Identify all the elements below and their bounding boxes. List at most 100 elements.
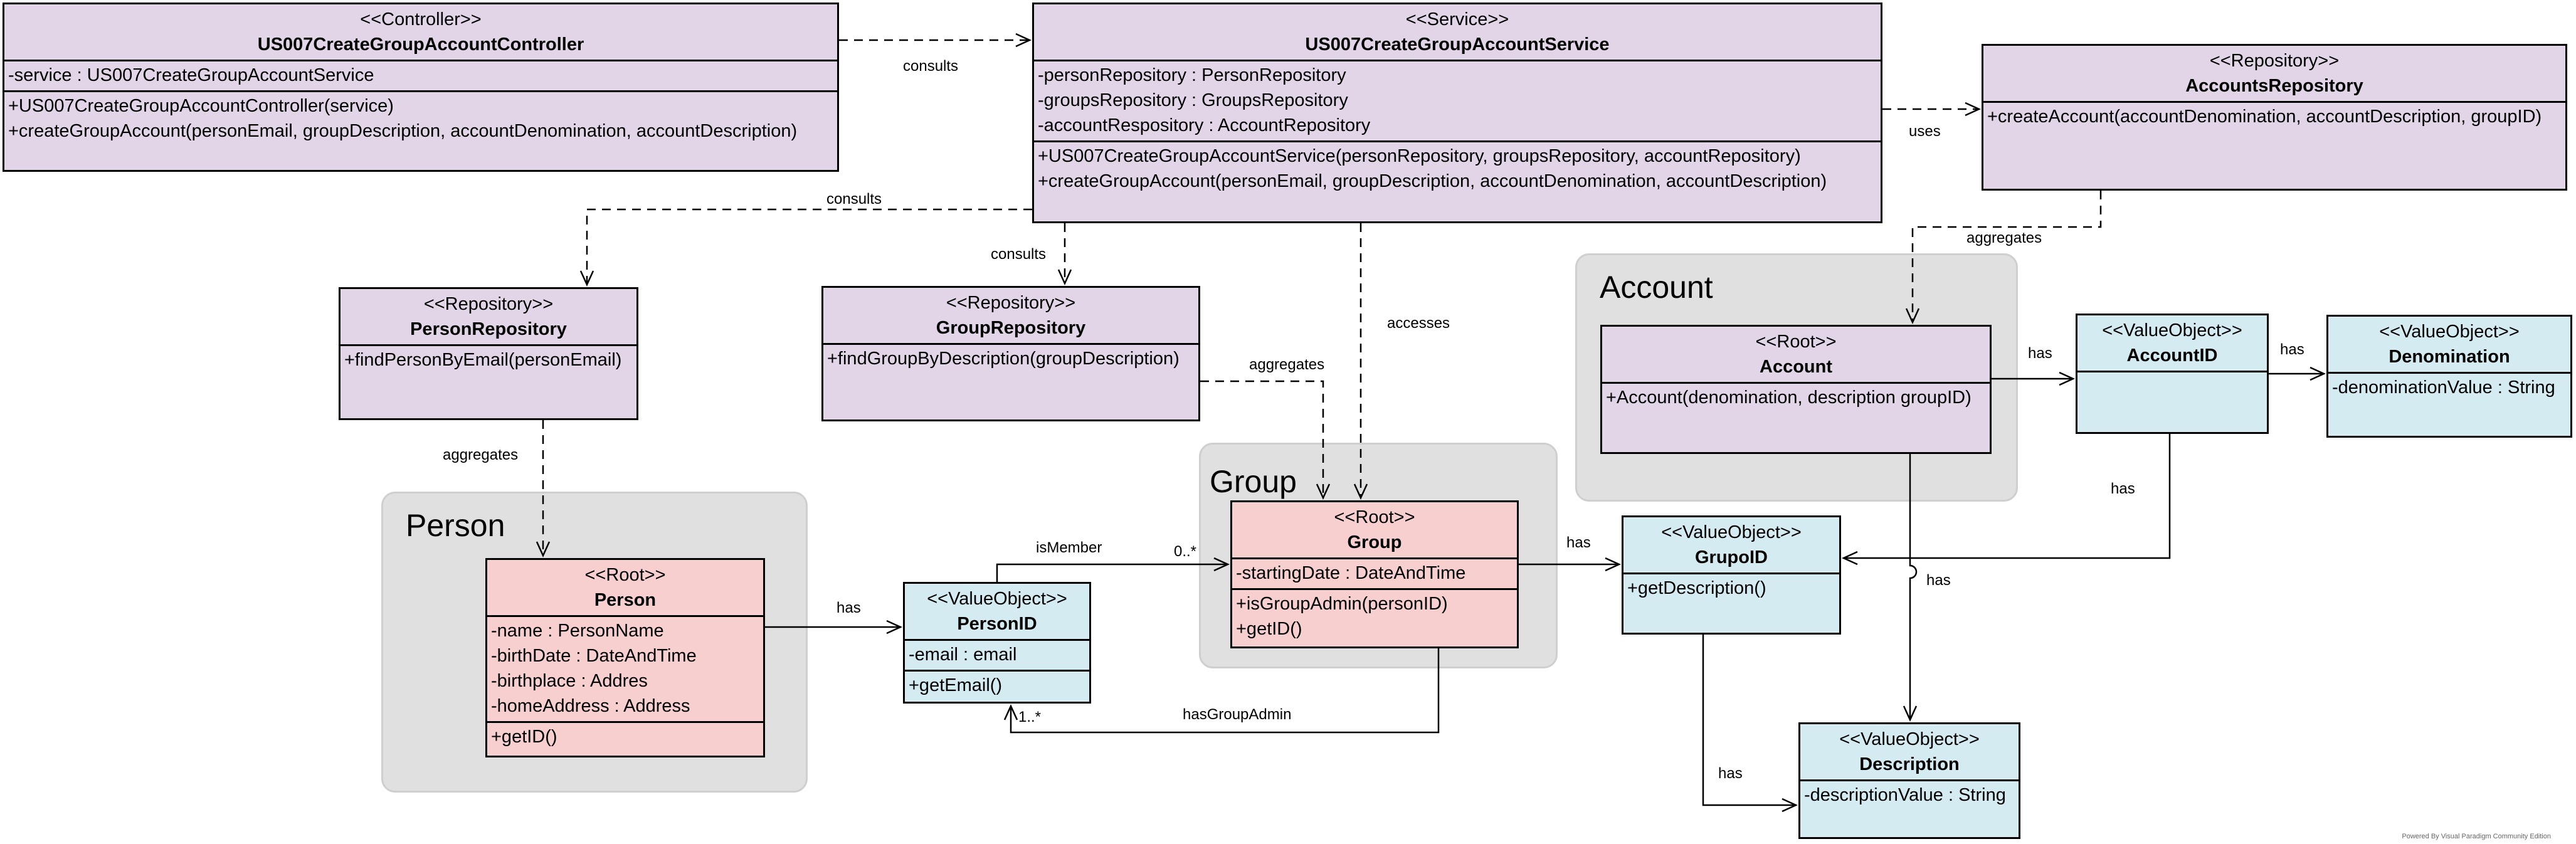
attribute: -birthplace : Addres (491, 671, 648, 691)
connector-grupo-id-has-description (1702, 635, 1796, 806)
attribute: -groupsRepository : GroupsRepository (1038, 90, 1348, 110)
class-stereotype: <<ValueObject>> (1839, 729, 1980, 749)
class-grupo-id[interactable]: <<ValueObject>> GrupoID +getDescription(… (1622, 515, 1841, 635)
arrowhead (2059, 371, 2076, 386)
operation: +createGroupAccount(personEmail, groupDe… (1038, 171, 1827, 191)
attribute: -name : PersonName (491, 621, 664, 641)
attribute: -startingDate : DateAndTime (1236, 563, 1466, 583)
label-uses: uses (1909, 123, 1941, 140)
class-stereotype: <<Repository>> (2209, 51, 2340, 71)
class-name: Denomination (2389, 347, 2510, 367)
class-account[interactable]: <<Root>> Account +Account(denomination, … (1600, 325, 1992, 454)
class-account-id[interactable]: <<ValueObject>> AccountID (2076, 314, 2269, 434)
attribute: -service : US007CreateGroupAccountServic… (8, 65, 374, 85)
operation: +Account(denomination, description group… (1606, 388, 1972, 408)
class-person[interactable]: <<Root>> Person -name : PersonName -birt… (485, 558, 765, 757)
connector-person-id-is-member-group (996, 563, 1228, 582)
label-consults: consults (991, 246, 1047, 263)
arrowhead (579, 270, 594, 287)
arrowhead (1015, 33, 1032, 48)
class-stereotype: <<ValueObject>> (2102, 320, 2242, 340)
attribute: -email : email (909, 645, 1017, 665)
arrowhead (1057, 269, 1072, 286)
arrowhead (1903, 705, 1918, 722)
class-group[interactable]: <<Root>> Group -startingDate : DateAndTi… (1230, 500, 1519, 648)
class-name: GrupoID (1695, 547, 1768, 567)
label-multiplicity: 1..* (1018, 709, 1042, 725)
class-name: US007CreateGroupAccountService (1305, 34, 1610, 55)
label-aggregates: aggregates (443, 446, 519, 463)
label-has: has (2280, 341, 2304, 358)
operation: +findPersonByEmail(personEmail) (344, 350, 622, 370)
operation: +findGroupByDescription(groupDescription… (827, 349, 1180, 369)
operation: +isGroupAdmin(personID) (1236, 594, 1448, 614)
class-name: US007CreateGroupAccountController (257, 34, 584, 55)
class-stereotype: <<Repository>> (946, 293, 1076, 313)
operation: +US007CreateGroupAccountController(servi… (8, 96, 394, 116)
label-aggregates: aggregates (1966, 229, 2042, 246)
arrowhead (1965, 102, 1982, 117)
class-person-repository[interactable]: <<Repository>> PersonRepository +findPer… (339, 287, 638, 420)
label-has: has (2111, 480, 2135, 497)
class-name: AccountID (2126, 346, 2218, 366)
operation: +getID() (491, 727, 557, 747)
class-accounts-repository[interactable]: <<Repository>> AccountsRepository +creat… (1982, 44, 2567, 191)
class-service[interactable]: <<Service>> US007CreateGroupAccountServi… (1032, 3, 1882, 223)
arrowhead (1782, 798, 1798, 813)
package-account-title: Account (1600, 270, 1713, 305)
operation: +getID() (1236, 619, 1302, 639)
attribute: -personRepository : PersonRepository (1038, 65, 1346, 85)
class-name: Description (1859, 754, 1960, 774)
label-aggregates: aggregates (1249, 356, 1325, 373)
attribute: -descriptionValue : String (1804, 785, 2006, 805)
label-has: has (1566, 534, 1591, 551)
class-stereotype: <<Root>> (1334, 507, 1415, 527)
operation: +US007CreateGroupAccountService(personRe… (1038, 146, 1801, 166)
class-name: Person (594, 590, 657, 610)
class-stereotype: <<Root>> (584, 565, 666, 585)
operation: +getDescription() (1627, 578, 1766, 598)
label-has: has (1718, 765, 1743, 782)
class-stereotype: <<ValueObject>> (2379, 322, 2520, 342)
label-consults: consults (903, 58, 959, 75)
arrowhead (886, 620, 903, 635)
label-has: has (1926, 572, 1951, 589)
attribute: -denominationValue : String (2332, 377, 2555, 398)
attribute: -homeAddress : Address (491, 696, 690, 716)
operation: +createAccount(accountDenomination, acco… (1987, 107, 2542, 127)
arrowhead (2309, 366, 2326, 381)
arrowhead (1605, 557, 1622, 572)
class-stereotype: <<Controller>> (360, 9, 482, 29)
class-name: PersonID (957, 614, 1037, 634)
class-name: Account (1760, 357, 1832, 377)
package-group-title: Group (1210, 464, 1297, 499)
attribute: -accountRespository : AccountRepository (1038, 115, 1371, 135)
label-has: has (2028, 345, 2052, 362)
class-controller[interactable]: <<Controller>> US007CreateGroupAccountCo… (3, 3, 839, 172)
class-person-id[interactable]: <<ValueObject>> PersonID -email : email … (903, 582, 1091, 704)
arrowhead (1003, 704, 1018, 720)
label-accesses: accesses (1387, 315, 1450, 332)
class-name: GroupRepository (936, 318, 1086, 338)
attribute: -birthDate : DateAndTime (491, 646, 697, 666)
class-description[interactable]: <<ValueObject>> Description -description… (1798, 722, 2020, 839)
class-stereotype: <<Root>> (1755, 332, 1837, 352)
class-stereotype: <<ValueObject>> (927, 589, 1067, 609)
class-group-repository[interactable]: <<Repository>> GroupRepository +findGrou… (821, 286, 1200, 421)
arrowhead (1841, 551, 1858, 566)
label-multiplicity: 0..* (1174, 543, 1197, 560)
class-name: AccountsRepository (2185, 76, 2363, 96)
class-denomination[interactable]: <<ValueObject>> Denomination -denominati… (2326, 315, 2572, 438)
class-name: PersonRepository (410, 319, 567, 339)
class-name: Group (1347, 532, 1402, 552)
class-stereotype: <<ValueObject>> (1661, 522, 1802, 542)
class-stereotype: <<Repository>> (423, 294, 554, 314)
label-has-group-admin: hasGroupAdmin (1183, 706, 1292, 723)
label-consults: consults (826, 191, 882, 208)
connector-service-consults-person-repository (586, 208, 1032, 285)
package-person-title: Person (406, 508, 505, 543)
class-stereotype: <<Service>> (1405, 9, 1509, 29)
label-has: has (837, 599, 861, 616)
operation: +createGroupAccount(personEmail, groupDe… (8, 121, 798, 141)
footer-watermark: Powered By Visual Paradigm Community Edi… (2402, 833, 2551, 840)
